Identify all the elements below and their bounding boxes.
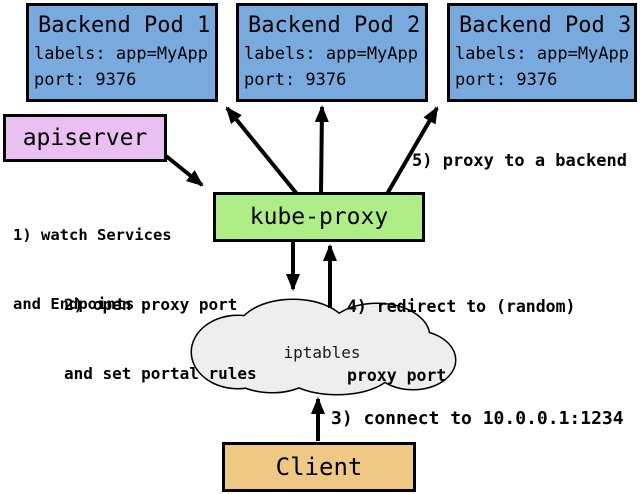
annotation-step5: 5) proxy to a backend	[412, 151, 627, 171]
backend-pod-3-title: Backend Pod 3	[459, 13, 632, 38]
arrow-kubeproxy-to-pod3	[385, 106, 439, 196]
client-label: Client	[275, 453, 363, 481]
backend-pod-1-box: Backend Pod 1 labels: app=MyApp port: 93…	[26, 3, 218, 102]
annotation-step4: 4) redirect to (random) proxy port	[347, 249, 575, 433]
backend-pod-1-port: port: 9376	[34, 70, 137, 90]
client-box: Client	[222, 442, 416, 492]
annotation-step4-line1: 4) redirect to (random)	[347, 297, 576, 316]
backend-pod-2-labels: labels: app=MyApp	[244, 44, 418, 64]
backend-pod-3-port: port: 9376	[455, 70, 558, 90]
apiserver-label: apiserver	[22, 125, 148, 151]
backend-pod-3-box: Backend Pod 3 labels: app=MyApp port: 93…	[447, 3, 637, 102]
backend-pod-3-labels: labels: app=MyApp	[455, 44, 629, 64]
annotation-step3: 3) connect to 10.0.0.1:1234	[331, 408, 624, 429]
backend-pod-2-port: port: 9376	[244, 70, 347, 90]
annotation-step1: 1) watch Services and Endpoints	[13, 178, 172, 362]
backend-pod-2-box: Backend Pod 2 labels: app=MyApp port: 93…	[236, 3, 428, 102]
iptables-label: iptables	[283, 343, 360, 362]
annotation-step2-line2: and set portal rules	[64, 364, 257, 383]
arrow-kubeproxy-to-pod1	[225, 106, 299, 196]
kube-proxy-box: kube-proxy	[213, 192, 425, 242]
arrow-kubeproxy-to-pod2	[314, 105, 329, 195]
backend-pod-1-title: Backend Pod 1	[38, 13, 211, 38]
backend-pod-1-labels: labels: app=MyApp	[34, 44, 208, 64]
annotation-step1-line2: and Endpoints	[13, 295, 135, 313]
iptables-cloud: iptables	[190, 298, 457, 396]
annotation-step2: 2) open proxy port and set portal rules	[64, 247, 257, 431]
kube-proxy-label: kube-proxy	[249, 204, 389, 230]
apiserver-box: apiserver	[3, 114, 167, 162]
backend-pod-2-title: Backend Pod 2	[248, 13, 421, 38]
annotation-step4-line2: proxy port	[347, 366, 447, 385]
annotation-step2-line1: 2) open proxy port	[64, 295, 238, 314]
annotation-step1-line1: 1) watch Services	[13, 226, 172, 244]
arrow-apiserver-to-kubeproxy	[164, 154, 204, 187]
